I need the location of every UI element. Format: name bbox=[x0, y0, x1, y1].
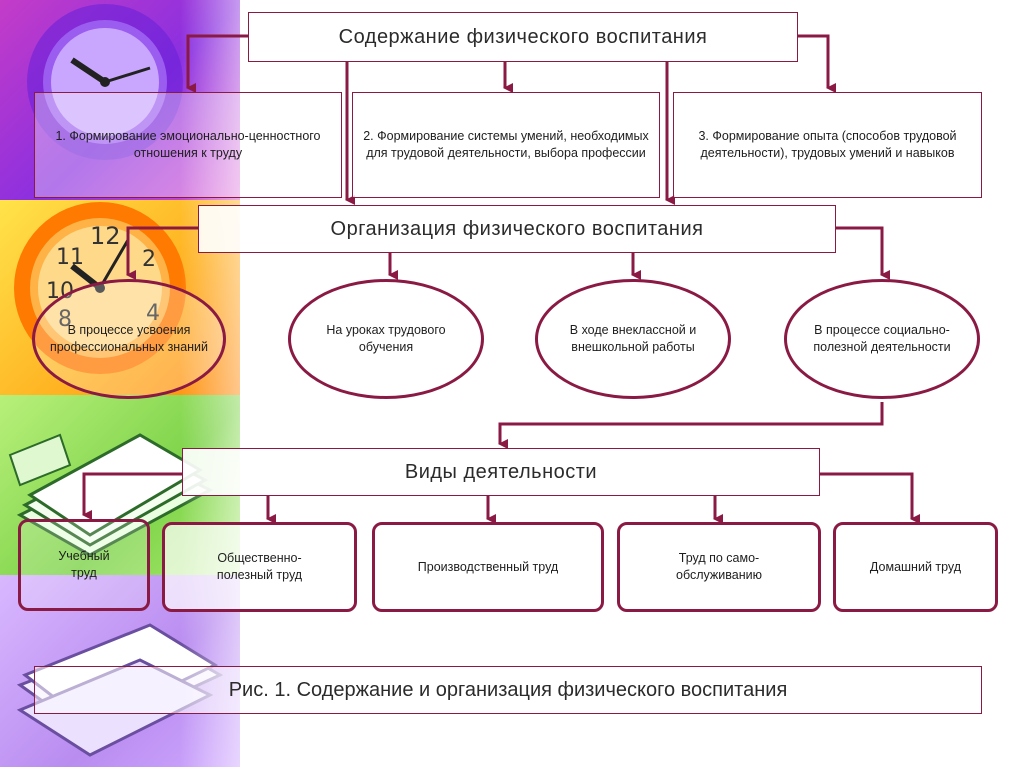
organization-title: Организация физического воспитания bbox=[330, 217, 704, 240]
activity-item-4: Труд по само-обслуживанию bbox=[617, 522, 821, 612]
svg-text:2: 2 bbox=[142, 247, 156, 272]
activity-item-2-text: Общественно-полезный труд bbox=[216, 551, 303, 582]
content-item-3-text: 3. Формирование опыта (способов трудовой… bbox=[698, 129, 957, 160]
organization-item-1: В процессе усвоения профессиональных зна… bbox=[32, 279, 226, 399]
organization-item-4: В процессе социально-полезной деятельнос… bbox=[784, 279, 980, 399]
activity-item-3: Производственный труд bbox=[372, 522, 604, 612]
organization-item-2: На уроках трудового обучения bbox=[288, 279, 484, 399]
svg-text:12: 12 bbox=[90, 222, 121, 250]
organization-item-4-text: В процессе социально-полезной деятельнос… bbox=[813, 323, 951, 354]
content-item-1: 1. Формирование эмоционально-ценностного… bbox=[34, 92, 342, 198]
content-item-1-text: 1. Формирование эмоционально-ценностного… bbox=[55, 129, 321, 160]
content-item-2-text: 2. Формирование системы умений, необходи… bbox=[363, 129, 649, 160]
photo-fade-overlay bbox=[180, 0, 320, 767]
svg-text:11: 11 bbox=[56, 245, 84, 270]
activities-title-box: Виды деятельности bbox=[182, 448, 820, 496]
activities-title: Виды деятельности bbox=[404, 460, 598, 483]
activity-item-5-text: Домашний труд bbox=[869, 559, 962, 574]
organization-item-2-text: На уроках трудового обучения bbox=[326, 323, 446, 354]
clock-purple-icon bbox=[27, 4, 183, 160]
activity-item-2: Общественно-полезный труд bbox=[162, 522, 357, 612]
activity-item-3-text: Производственный труд bbox=[417, 559, 559, 574]
organization-item-3-text: В ходе внеклассной и внешкольной работы bbox=[569, 323, 697, 354]
content-item-3: 3. Формирование опыта (способов трудовой… bbox=[673, 92, 982, 198]
activity-item-1-text: Учебный труд bbox=[58, 549, 110, 580]
figure-caption: Рис. 1. Содержание и организация физичес… bbox=[228, 678, 788, 701]
content-title-box: Содержание физического воспитания bbox=[248, 12, 798, 62]
activity-item-4-text: Труд по само-обслуживанию bbox=[676, 551, 762, 582]
organization-item-3: В ходе внеклассной и внешкольной работы bbox=[535, 279, 731, 399]
organization-item-1-text: В процессе усвоения профессиональных зна… bbox=[49, 323, 209, 354]
figure-caption-box: Рис. 1. Содержание и организация физичес… bbox=[34, 666, 982, 714]
organization-title-box: Организация физического воспитания bbox=[198, 205, 836, 253]
activity-item-1: Учебный труд bbox=[18, 519, 150, 611]
content-title: Содержание физического воспитания bbox=[338, 25, 708, 48]
activity-item-5: Домашний труд bbox=[833, 522, 998, 612]
content-item-2: 2. Формирование системы умений, необходи… bbox=[352, 92, 660, 198]
